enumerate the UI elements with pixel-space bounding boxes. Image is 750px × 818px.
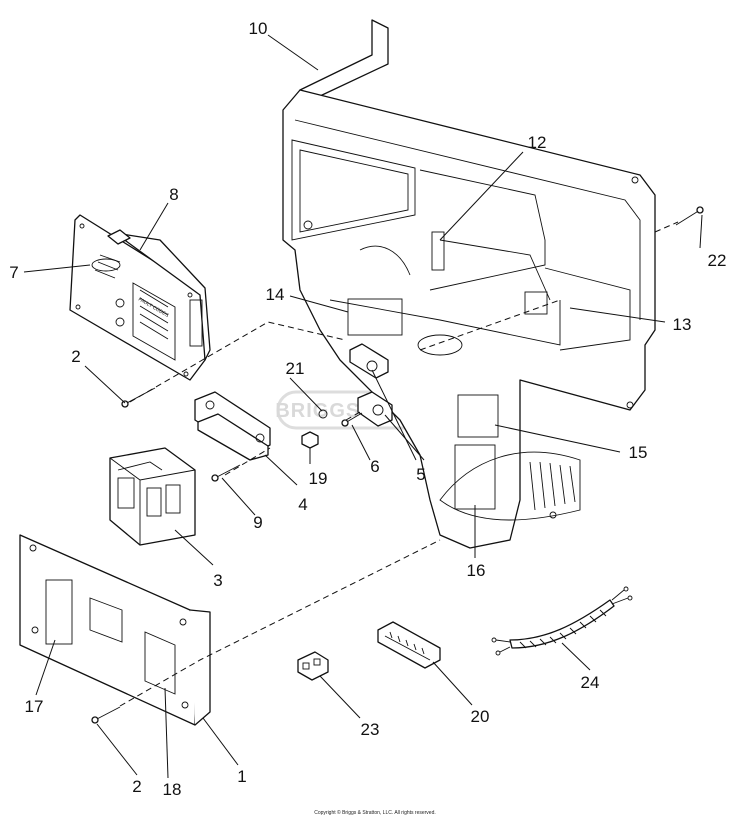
callout-12: 12 <box>528 133 547 152</box>
callout-20: 20 <box>471 707 490 726</box>
callout-16: 16 <box>467 561 486 580</box>
callout-22: 22 <box>708 251 727 270</box>
bracket-part-4 <box>194 391 271 461</box>
bracket-part-5 <box>349 343 393 427</box>
connector-part-23 <box>297 651 329 681</box>
callout-9: 9 <box>253 513 262 532</box>
copyright-text: Copyright © Briggs & Stratton, LLC. All … <box>314 809 436 816</box>
fasteners <box>91 206 704 724</box>
leader-lines <box>23 34 703 779</box>
callout-3: 3 <box>213 571 222 590</box>
assembly-lines <box>119 221 679 707</box>
callout-2-top: 2 <box>71 347 80 366</box>
callout-19: 19 <box>309 469 328 488</box>
callout-18: 18 <box>163 780 182 799</box>
callout-13: 13 <box>673 315 692 334</box>
harness-part-24 <box>491 586 633 656</box>
callout-4: 4 <box>298 495 307 514</box>
callout-23: 23 <box>361 720 380 739</box>
callout-10: 10 <box>249 19 268 38</box>
callout-7: 7 <box>9 263 18 282</box>
front-panel-part-1 <box>19 534 211 726</box>
callout-5: 5 <box>416 465 425 484</box>
callout-1: 1 <box>237 767 246 786</box>
callout-2-bottom: 2 <box>132 777 141 796</box>
housing-part-10 <box>282 19 656 549</box>
callout-6: 6 <box>370 457 379 476</box>
callouts: 10 12 14 13 15 16 8 7 2 21 19 6 5 9 4 3 … <box>9 19 726 799</box>
callout-24: 24 <box>581 673 600 692</box>
callout-15: 15 <box>629 443 648 462</box>
breaker-part-3 <box>109 447 196 546</box>
callout-8: 8 <box>169 185 178 204</box>
callout-21: 21 <box>286 359 305 378</box>
callout-17: 17 <box>25 697 44 716</box>
callout-14: 14 <box>266 285 285 304</box>
control-panel-part-7-8: FAULT CODES <box>69 214 211 381</box>
connector-part-20 <box>377 621 441 669</box>
